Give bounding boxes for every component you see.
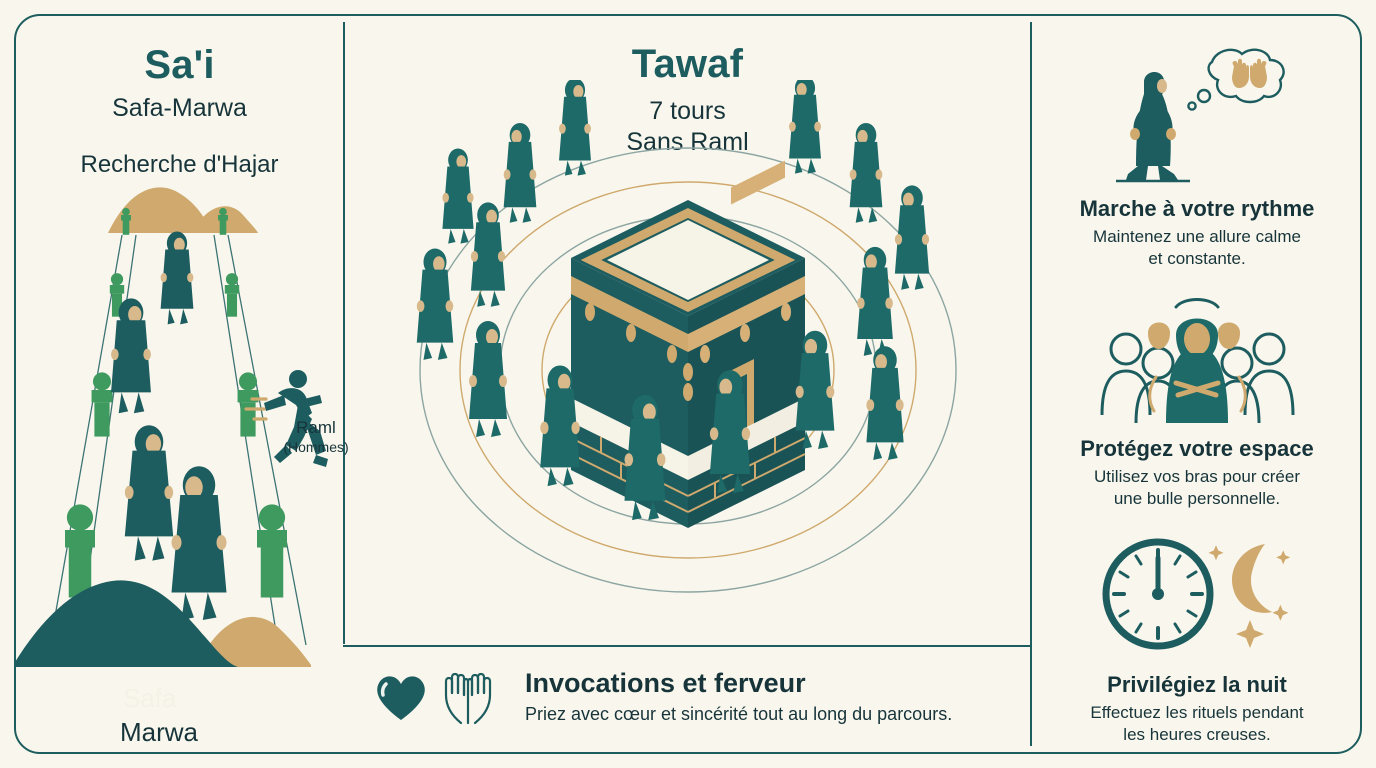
foreground-hills-icon xyxy=(16,580,311,667)
banner-description: Priez avec cœur et sincérité tout au lon… xyxy=(525,704,953,725)
tawaf-raml-note: Sans Raml xyxy=(626,128,749,156)
tip-1-icon-wrap xyxy=(1032,42,1362,192)
crescent-moon-icon xyxy=(1231,544,1272,613)
walking-woman-thought-bubble-icon xyxy=(1116,48,1285,183)
marwa-hill-label: Marwa xyxy=(120,717,199,747)
tip-2-description: Utilisez vos bras pour créer une bulle p… xyxy=(1032,466,1362,510)
speed-lines-icon xyxy=(244,397,268,421)
tip-walk-at-your-pace: Marche à votre rythme Maintenez une allu… xyxy=(1032,42,1362,270)
invocations-banner: Invocations et ferveur Priez avec cœur e… xyxy=(345,647,1030,746)
tip-2-line-2: une bulle personnelle. xyxy=(1113,489,1281,509)
tawaf-panel: Tawaf 7 tours Sans Raml xyxy=(345,20,1030,645)
sai-panel: Sa'i Safa-Marwa Recherche d'Hajar xyxy=(16,20,349,748)
corridor-pillars-left xyxy=(65,207,131,598)
tip-3-description: Effectuez les rituels pendant les heures… xyxy=(1032,702,1362,746)
central-woman-figure-icon xyxy=(1165,318,1228,423)
tip-3-line-2: les heures creuses. xyxy=(1123,725,1271,745)
walking-woman-figure-icon xyxy=(1126,71,1178,180)
tip-protect-your-space: Protégez votre espace Utilisez vos bras … xyxy=(1032,282,1362,510)
heart-icon xyxy=(377,675,425,720)
personal-bubble-arcs xyxy=(1147,375,1247,413)
tip-1-line-2: et constante. xyxy=(1148,249,1246,269)
crowd-personal-space-icon xyxy=(1100,298,1294,423)
tips-panel: Marche à votre rythme Maintenez une allu… xyxy=(1032,20,1362,748)
tawaf-rounds-label: 7 tours xyxy=(649,97,726,125)
divider-bottom-horizontal xyxy=(343,645,1031,647)
sai-subtitle: Safa-Marwa xyxy=(112,94,247,122)
kaaba-icon xyxy=(570,160,806,528)
tawaf-title: Tawaf xyxy=(631,42,744,86)
clock-icon xyxy=(1102,538,1213,650)
banner-icon-group xyxy=(373,669,499,725)
tip-2-title: Protégez votre espace xyxy=(1080,436,1314,461)
praying-hands-icon xyxy=(444,672,492,724)
tip-3-title: Privilégiez la nuit xyxy=(1107,672,1287,697)
tip-1-line-1: Maintenez une allure calme xyxy=(1093,227,1301,246)
clock-crescent-moon-icon xyxy=(1102,538,1290,650)
distant-hills-icon xyxy=(108,187,258,233)
tip-prefer-the-night: Privilégiez la nuit Effectuez les rituel… xyxy=(1032,518,1362,746)
tip-2-line-1: Utilisez vos bras pour créer xyxy=(1094,467,1300,486)
sai-illustration xyxy=(16,187,328,667)
tip-3-icon-wrap xyxy=(1032,518,1362,668)
divider-left-vertical xyxy=(343,22,345,644)
sai-pilgrim-icon xyxy=(111,231,227,620)
banner-title: Invocations et ferveur xyxy=(525,667,806,698)
crowd-gold-heads xyxy=(1147,322,1240,349)
divider-right-vertical xyxy=(1030,22,1032,746)
tip-3-line-1: Effectuez les rituels pendant xyxy=(1090,703,1304,722)
sai-quest-label: Recherche d'Hajar xyxy=(80,151,279,178)
banner-text-group: Invocations et ferveur Priez avec cœur e… xyxy=(525,668,952,725)
tawaf-illustration xyxy=(416,80,957,593)
running-man-icon xyxy=(244,370,328,467)
stars-icon xyxy=(1208,545,1290,648)
top-arc xyxy=(1174,298,1219,309)
sai-title: Sa'i xyxy=(144,43,215,87)
bubble-hands-icon xyxy=(1232,58,1267,88)
crossed-arms-icon xyxy=(1173,380,1220,398)
tip-2-icon-wrap xyxy=(1032,282,1362,432)
tawaf-pilgrim-group xyxy=(416,80,930,521)
tip-1-title: Marche à votre rythme xyxy=(1079,196,1315,221)
tip-1-description: Maintenez une allure calme et constante. xyxy=(1032,226,1362,270)
